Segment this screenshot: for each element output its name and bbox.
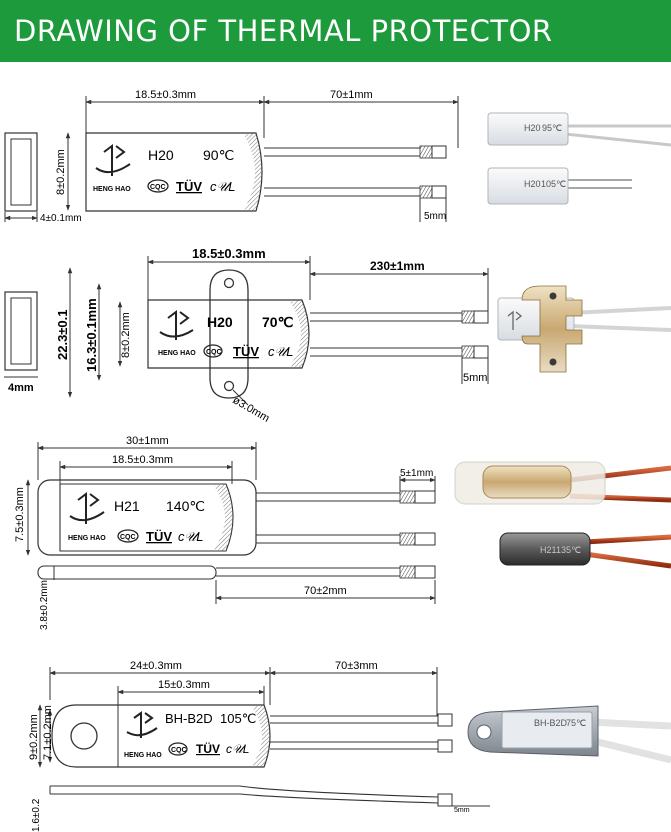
p3-dim-width: 3.8±0.2mm [39, 580, 50, 630]
p2-ul-mark: c𝒰L [268, 344, 293, 359]
p3-dim-total: 30±1mm [126, 435, 169, 447]
p3-photo-temp: 135℃ [556, 545, 581, 555]
p2-logo [159, 310, 194, 340]
p4-logo [126, 711, 158, 738]
p2-dim-mid: 16.3±0.1mm [84, 298, 99, 372]
p4-dim-wire: 70±3mm [335, 660, 378, 672]
p3-sleeve [37, 479, 257, 556]
p4-dim-h2: 7.1±0.2mm [42, 705, 54, 760]
p2-dim-outer: 22.3±0.1 [55, 309, 70, 360]
p2-tuv-mark: TÜV [233, 344, 259, 359]
p2-cqc-mark [203, 344, 223, 358]
p2-model: H20 [207, 314, 233, 330]
p4-brand: HENG HAO [124, 752, 162, 759]
p1-dim-strip: 5mm [424, 211, 446, 222]
p2-photo [497, 285, 671, 373]
p3-dim-length: 18.5±0.3mm [112, 454, 173, 466]
p3-dim-height: 7.5±0.3mm [14, 487, 26, 542]
p1-photo-a: H20 95℃ [487, 112, 671, 147]
p1-brand: HENG HAO [93, 186, 131, 193]
p4-dim-width: 1.6±0.2 [31, 798, 42, 832]
page-title: DRAWING OF THERMAL PROTECTOR [14, 14, 553, 48]
p4-cqc-mark [168, 742, 188, 756]
p1-temp: 90℃ [203, 147, 234, 163]
p3-photo-b: H21 135℃ [499, 532, 671, 569]
p4-dim-h1: 9±0.2mm [28, 714, 40, 760]
p1-cqc-text: CQC [150, 184, 166, 191]
p4-ul-mark: c𝒰L [226, 742, 249, 756]
p3-ul-mark: c𝒰L [178, 529, 203, 544]
p4-photo-temp: 75℃ [566, 718, 586, 728]
p3-tuv-mark: TÜV [146, 529, 172, 544]
p1-end-view [4, 132, 38, 212]
p1-tuv-mark: TÜV [176, 179, 202, 194]
p2-bracket [209, 269, 249, 399]
p1-dim-length: 18.5±0.3mm [135, 89, 196, 101]
p4-side-view [50, 785, 439, 798]
p4-dim-total: 24±0.3mm [130, 660, 182, 672]
p4-temp: 105℃ [220, 711, 256, 726]
p1-model: H20 [148, 147, 174, 163]
p3-dim-wire: 70±2mm [304, 585, 347, 597]
p4-dim-length: 15±0.3mm [158, 679, 210, 691]
p1-photo-b-temp: 105℃ [541, 179, 566, 189]
p2-hole-top [223, 277, 235, 289]
p3-photo-model: H21 [540, 545, 557, 555]
p1-dim-wire: 70±1mm [330, 89, 373, 101]
p1-dim-width: 4±0.1mm [40, 213, 82, 224]
p2-brand: HENG HAO [158, 350, 196, 357]
p2-dim-width: 4mm [8, 382, 34, 394]
p1-end-view-inner [10, 138, 32, 206]
p3-temp: 140℃ [166, 498, 205, 514]
p1-cqc-mark [147, 179, 169, 193]
p1-photo-a-model: H20 [524, 123, 541, 133]
p4-tuv-mark: TÜV [196, 741, 220, 756]
panel-4: 24±0.3mm 15±0.3mm 70±3mm 9±0.2mm 7.1±0.2… [28, 660, 671, 832]
p2-dim-wire: 230±1mm [370, 259, 425, 273]
p3-cqc-text: CQC [120, 534, 136, 541]
p1-photo-b-model: H20 [524, 179, 541, 189]
p2-dim-length: 18.5±0.3mm [192, 246, 266, 261]
panel-1: 4±0.1mm 8±0.2mm 18.5±0.3mm 70±1mm HENG H… [4, 89, 671, 224]
p3-cqc-mark [117, 529, 139, 543]
p4-dim-strip: 5mm [454, 807, 470, 814]
panel-2: 4mm 22.3±0.1 16.3±0.1mm 8±0.2mm 18.5±0.3… [4, 246, 671, 425]
p1-logo [95, 144, 131, 176]
p2-cqc-text: CQC [206, 349, 222, 356]
p4-model: BH-B2D [165, 711, 213, 726]
p3-logo [69, 492, 105, 524]
p3-dim-strip: 5±1mm [400, 468, 433, 479]
p3-side-view [37, 565, 217, 580]
p3-photo-a [454, 461, 671, 505]
p1-ul-mark: c𝒰L [210, 179, 235, 194]
p4-photo: BH-B2D 75℃ [467, 705, 671, 764]
p3-model: H21 [114, 498, 140, 514]
p1-photo-b: H20 105℃ [487, 167, 632, 205]
p1-dim-height: 8±0.2mm [55, 149, 67, 195]
p4-cqc-text: CQC [171, 747, 187, 754]
p1-photo-a-temp: 95℃ [542, 123, 562, 133]
p2-temp: 70℃ [262, 314, 294, 330]
p2-end-view [4, 291, 38, 371]
p2-dim-hole: ø3.0mm [231, 394, 272, 425]
p3-brand: HENG HAO [68, 535, 106, 542]
p4-mount-hole [70, 722, 98, 750]
p2-hole-bottom [223, 380, 235, 392]
p4-photo-model: BH-B2D [534, 718, 568, 728]
p2-dim-strip: 5mm [463, 372, 487, 384]
p2-dim-height: 8±0.2mm [120, 312, 132, 358]
panel-3: 30±1mm 18.5±0.3mm 7.5±0.3mm HENG HAO H21… [14, 435, 671, 630]
page-banner: DRAWING OF THERMAL PROTECTOR [0, 0, 671, 62]
